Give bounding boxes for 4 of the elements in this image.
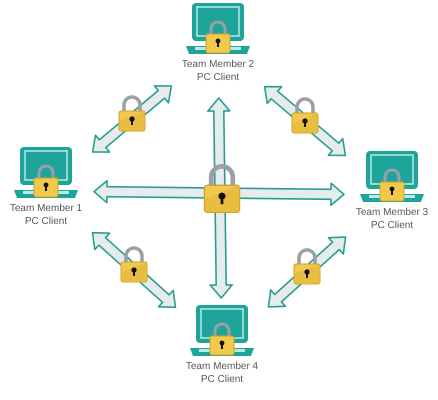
node-label: Team Member 3 PC Client [354,206,430,232]
node-label: Team Member 1 PC Client [8,202,84,228]
node-label: Team Member 2 PC Client [180,58,256,84]
node-label: Team Member 4 PC Client [184,360,260,386]
